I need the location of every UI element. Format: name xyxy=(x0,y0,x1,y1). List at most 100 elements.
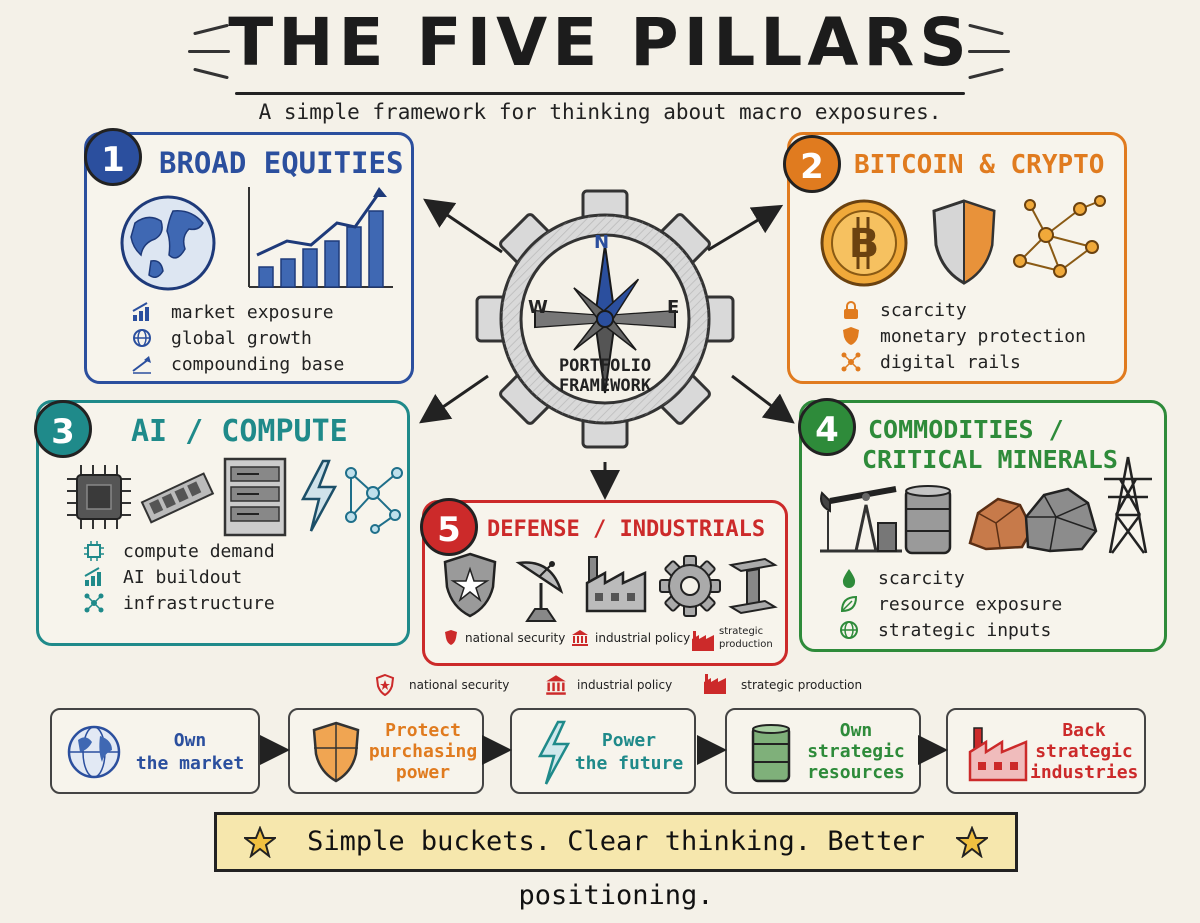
flow-label-line2: strategic xyxy=(1035,741,1133,762)
bullet-compounding-base: compounding base xyxy=(131,351,344,377)
server-rack-icon xyxy=(223,457,287,537)
globe-icon xyxy=(67,725,121,779)
pillar-title-line1: COMMODITIES / xyxy=(868,415,1064,444)
pillar-bullets: compute demand AI buildout infrastructur… xyxy=(83,538,275,616)
bullet-scarcity: scarcity xyxy=(840,297,1086,323)
small-shield-icon xyxy=(445,630,457,645)
bullet-resource-exposure: resource exposure xyxy=(838,591,1062,617)
network-nodes-icon xyxy=(345,467,403,534)
bullet-national-security: national security xyxy=(443,629,565,647)
small-factory-icon xyxy=(692,631,714,651)
oil-barrel-icon xyxy=(904,485,952,555)
bullet-ai-buildout: AI buildout xyxy=(83,564,275,590)
pillar-card-broad-equities: BROAD EQUITIES market exposure global gr… xyxy=(84,132,414,384)
flow-label-line3: resources xyxy=(807,762,905,783)
pillar-bullets: market exposure global growth compoundin… xyxy=(131,299,344,377)
flow-label-line2: strategic xyxy=(807,741,905,762)
pillar-title: DEFENSE / INDUSTRIALS xyxy=(487,517,766,542)
bullet-compute-demand: compute demand xyxy=(83,538,275,564)
globe-icon xyxy=(120,195,216,291)
pillar-number-badge: 4 xyxy=(798,398,856,456)
connector-arrows xyxy=(419,198,795,500)
portfolio-label-line1: PORTFOLIO xyxy=(558,356,652,376)
flow-step-back-strategic-industries: Back strategic industries xyxy=(946,708,1146,794)
flow-label-line1: Protect xyxy=(385,720,461,741)
flow-step-own-market: Own the market xyxy=(50,708,260,794)
pillar-card-commodities: COMMODITIES / CRITICAL MINERALS xyxy=(799,400,1167,652)
network-nodes-icon xyxy=(1013,195,1106,278)
compass-north-label: N xyxy=(594,232,610,253)
small-globe-icon xyxy=(840,621,858,639)
oil-pump-icon xyxy=(820,486,902,553)
rising-bar-chart-icon xyxy=(248,187,393,288)
svg-text:B: B xyxy=(849,221,880,267)
flow-label-line1: Own xyxy=(173,730,207,751)
droplet-icon xyxy=(842,569,856,588)
small-factory-icon xyxy=(704,674,726,694)
flow-arrows xyxy=(260,735,948,765)
bullet-monetary-protection: monetary protection xyxy=(840,323,1086,349)
gear-icon xyxy=(659,555,721,617)
legend-industrial-policy: industrial policy xyxy=(577,678,673,692)
mini-bar-chart-icon xyxy=(132,302,149,321)
pillar-number-badge: 1 xyxy=(84,128,142,186)
pillar-title: AI / COMPUTE xyxy=(131,414,348,449)
trend-arrow-icon xyxy=(132,356,151,374)
shield-icon xyxy=(932,199,996,285)
bullet-scarcity: scarcity xyxy=(838,565,1062,591)
satellite-dish-icon xyxy=(515,561,564,622)
lightning-icon xyxy=(537,720,571,785)
defense-legend: national security industrial policy stra… xyxy=(375,672,895,700)
pillar-bullets: scarcity monetary protection digital rai… xyxy=(840,297,1086,375)
compass-east-label: E xyxy=(667,297,680,318)
leaf-icon xyxy=(840,595,858,613)
portfolio-label-line2: FRAMEWORK xyxy=(558,376,652,396)
oil-barrel-icon xyxy=(751,724,791,783)
flow-label-line3: industries xyxy=(1030,762,1139,783)
flow-label-line1: Own xyxy=(839,720,873,741)
portfolio-gear-icon xyxy=(475,189,735,449)
title-dash-left-2 xyxy=(188,50,230,53)
flow-step-protect-purchasing-power: Protect purchasing power xyxy=(288,708,484,794)
pillar-card-bitcoin-crypto: BITCOIN & CRYPTO B scarcity monetary pro… xyxy=(787,132,1127,384)
flow-label-line1: Power xyxy=(601,730,657,751)
mini-bar-chart-icon xyxy=(84,567,101,586)
flow-label-line3: power xyxy=(395,762,451,783)
page-title: THE FIVE PILLARS xyxy=(228,4,972,81)
title-underline xyxy=(235,92,965,95)
bullet-digital-rails: digital rails xyxy=(840,349,1086,375)
copper-ore-icon xyxy=(968,497,1034,551)
tagline-banner: Simple buckets. Clear thinking. Better p… xyxy=(214,812,1018,911)
shield-icon xyxy=(312,721,360,783)
flow-step-own-strategic-resources: Own strategic resources xyxy=(725,708,921,794)
star-icon xyxy=(244,826,276,858)
lock-icon xyxy=(844,301,858,319)
bitcoin-coin-icon: B xyxy=(820,199,908,287)
star-shield-icon xyxy=(443,552,497,618)
factory-icon xyxy=(968,727,1028,782)
capitol-building-icon xyxy=(546,675,566,695)
flow-label-line1: Back xyxy=(1062,720,1106,741)
power-pylon-icon xyxy=(1104,456,1152,554)
mineral-rocks-icon xyxy=(1024,487,1098,553)
bullet-strategic-production: strategic production xyxy=(719,626,773,650)
bullet-market-exposure: market exposure xyxy=(131,299,344,325)
capitol-building-icon xyxy=(572,630,588,646)
small-network-icon xyxy=(841,352,861,372)
pillar-number-badge: 5 xyxy=(420,498,478,556)
chip-icon xyxy=(67,465,131,529)
pillar-number-badge: 3 xyxy=(34,400,92,458)
star-badge-icon xyxy=(375,674,395,696)
pillar-bullets: scarcity resource exposure strategic inp… xyxy=(838,565,1062,643)
star-icon xyxy=(956,826,988,858)
small-network-icon xyxy=(84,593,104,613)
pillar-title: BROAD EQUITIES xyxy=(159,146,404,180)
pillar-number-badge: 2 xyxy=(783,135,841,193)
pillar-title: BITCOIN & CRYPTO xyxy=(854,150,1105,180)
bullet-infrastructure: infrastructure xyxy=(83,590,275,616)
legend-strategic-production: strategic production xyxy=(741,678,863,692)
flow-label-line2: the market xyxy=(135,753,245,774)
flow-label-line2: the future xyxy=(574,753,684,774)
flow-label-line2: purchasing xyxy=(368,741,478,762)
small-shield-icon xyxy=(843,327,859,345)
